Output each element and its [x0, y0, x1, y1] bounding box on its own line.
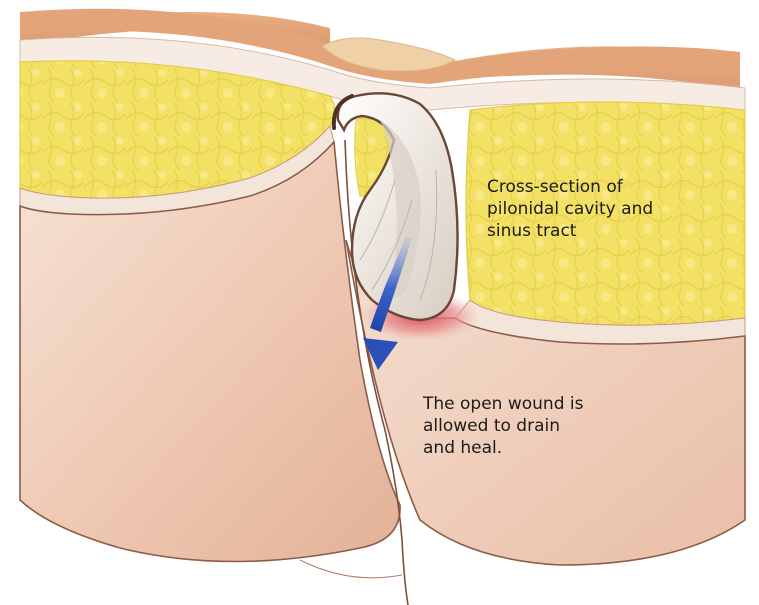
cavity-label-line: pilonidal cavity and: [487, 198, 653, 220]
wound-label: The open wound is allowed to drain and h…: [423, 393, 583, 459]
wound-label-line: allowed to drain: [423, 415, 583, 437]
wound-label-line: The open wound is: [423, 393, 583, 415]
wound-label-line: and heal.: [423, 437, 583, 459]
cavity-label-line: sinus tract: [487, 220, 653, 242]
cavity-label: Cross-section of pilonidal cavity and si…: [487, 176, 653, 242]
cavity-label-line: Cross-section of: [487, 176, 653, 198]
